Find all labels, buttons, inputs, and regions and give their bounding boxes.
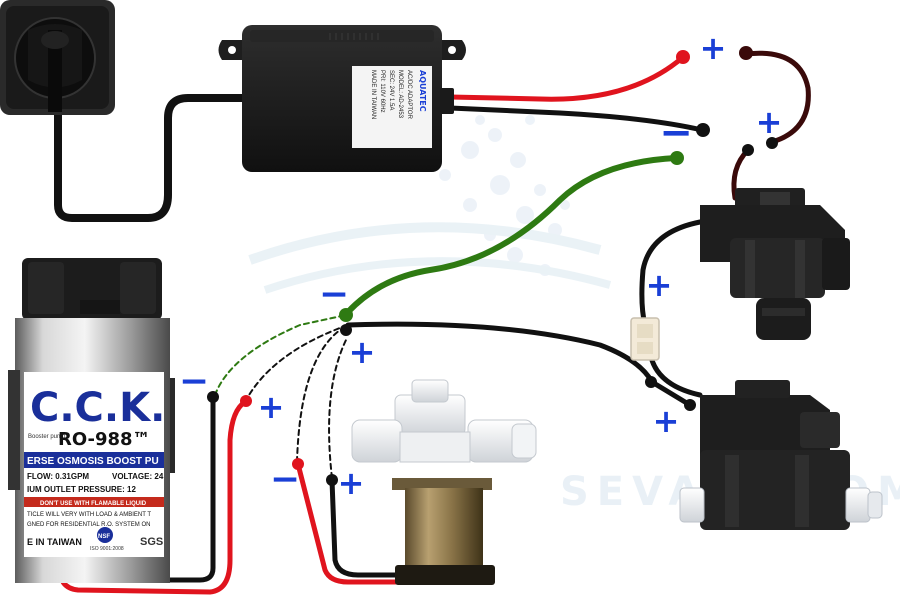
sign-plus-solenoid: + bbox=[338, 464, 365, 502]
sign-minus-junction: − bbox=[319, 274, 349, 315]
pump-sgs: SGS bbox=[140, 536, 163, 548]
terminal-pump-negative bbox=[207, 391, 219, 403]
wires bbox=[54, 50, 811, 595]
terminal-pump-positive bbox=[240, 395, 252, 407]
adapter-brand: AQUATEC bbox=[418, 70, 427, 112]
terminal-low-switch-b bbox=[742, 144, 754, 156]
pump-brand: C.C.K. bbox=[30, 385, 165, 431]
pump-subtitle: ERSE OSMOSIS BOOST PU bbox=[27, 456, 159, 467]
terminal-adapter-negative bbox=[696, 123, 710, 137]
terminal-high-switch-a bbox=[645, 376, 657, 388]
adapter-label-line-1: AC/DC ADAPTOR bbox=[406, 70, 412, 120]
pump-warning: DON'T USE WITH FLAMABLE LIQUID bbox=[40, 501, 147, 507]
booster-pump-icon: C.C.K. Booster pump RO-988™ ERSE OSMOSIS… bbox=[8, 258, 175, 583]
adapter-negative-wire bbox=[447, 105, 705, 133]
pump-model: RO-988™ bbox=[58, 429, 151, 450]
pump-small-label: Booster pump bbox=[28, 434, 66, 440]
low-switch-positive-wire bbox=[743, 50, 811, 145]
sign-plus-adapter: + bbox=[700, 29, 727, 67]
terminal-solenoid-positive bbox=[292, 458, 304, 470]
pump-nsf: NSF bbox=[98, 534, 110, 540]
pump-purpose: GNED FOR RESIDENTIAL R.O. SYSTEM ON bbox=[27, 522, 150, 528]
terminal-junction-green bbox=[339, 308, 353, 322]
dashed-green-link bbox=[214, 314, 347, 396]
main-negative-wire bbox=[345, 321, 693, 408]
green-wire bbox=[345, 155, 679, 315]
terminal-green bbox=[670, 151, 684, 165]
pump-note: TICLE WILL VERY WITH LOAD & AMBIENT T bbox=[27, 512, 151, 518]
wire-connector-icon bbox=[630, 317, 660, 361]
solenoid-valve-icon bbox=[351, 379, 537, 585]
power-adapter-icon: AQUATEC AC/DC ADAPTOR MODEL: AD-2453 SEC… bbox=[218, 25, 466, 172]
low-to-high-switch-wire bbox=[639, 219, 703, 328]
terminal-solenoid-negative bbox=[326, 474, 338, 486]
adapter-label-line-5: MADE IN TAIWAN bbox=[370, 70, 376, 119]
adapter-label-line-2: MODEL: AD-2453 bbox=[397, 70, 403, 119]
sign-minus-pump: − bbox=[179, 361, 209, 402]
sign-plus-high-switch: + bbox=[653, 402, 680, 440]
sign-plus-connector: + bbox=[646, 266, 673, 304]
high-pressure-switch-icon bbox=[679, 380, 883, 530]
sign-plus-junction: + bbox=[349, 333, 376, 371]
pump-positive-lead bbox=[57, 399, 248, 595]
pump-flow: FLOW: 0.31GPM bbox=[27, 472, 89, 481]
dashed-black-link-3 bbox=[328, 339, 347, 479]
sign-minus-adapter: − bbox=[659, 110, 693, 156]
sign-plus-low-switch: + bbox=[756, 103, 783, 141]
terminal-high-switch-b bbox=[684, 399, 696, 411]
adapter-positive-wire bbox=[447, 55, 685, 102]
adapter-label: AQUATEC AC/DC ADAPTOR MODEL: AD-2453 SEC… bbox=[352, 66, 432, 148]
pump-origin: E IN TAIWAN bbox=[27, 537, 82, 547]
terminal-low-switch-positive bbox=[739, 46, 753, 60]
pump-cert: ISO 9001:2008 bbox=[90, 546, 124, 552]
power-outlet-icon bbox=[0, 0, 115, 115]
adapter-label-line-4: PRI: 110V 60Hz bbox=[379, 70, 385, 113]
power-cord bbox=[54, 94, 254, 222]
solenoid-positive-lead bbox=[295, 461, 413, 585]
low-pressure-switch-icon bbox=[700, 188, 850, 340]
terminal-junction-black bbox=[340, 324, 352, 336]
sign-plus-pump: + bbox=[258, 388, 285, 426]
pump-label: C.C.K. Booster pump RO-988™ ERSE OSMOSIS… bbox=[24, 372, 165, 557]
dashed-black-link-1 bbox=[244, 327, 341, 403]
solenoid-negative-lead bbox=[329, 477, 413, 578]
adapter-label-line-3: SEC: 24V 1.5A bbox=[388, 70, 394, 110]
wire-terminals bbox=[207, 46, 778, 486]
polarity-signs: + + − − + + + − + − + bbox=[179, 29, 782, 502]
terminal-low-switch-a bbox=[766, 137, 778, 149]
pump-pressure: IUM OUTLET PRESSURE: 12 bbox=[27, 485, 136, 494]
pump-voltage: VOLTAGE: 24 bbox=[112, 472, 164, 481]
dashed-black-link-2 bbox=[296, 329, 341, 463]
terminal-adapter-positive bbox=[676, 50, 690, 64]
sign-minus-solenoid: − bbox=[270, 459, 300, 500]
